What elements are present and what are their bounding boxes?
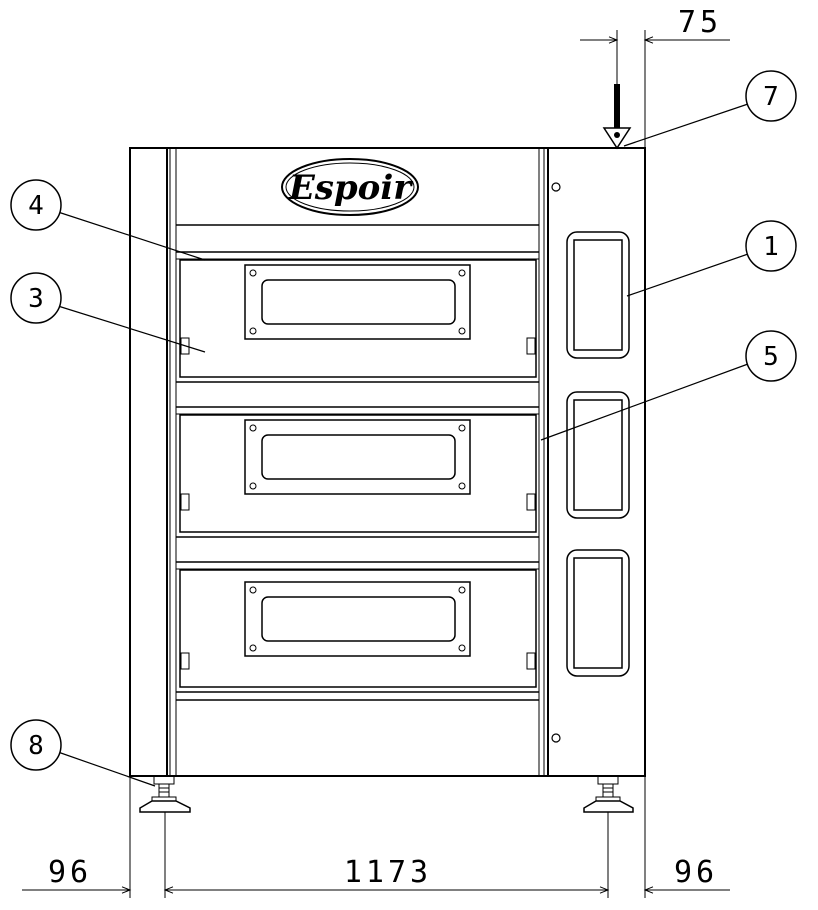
callout-7: 7	[623, 70, 797, 147]
leveling-foot-right	[583, 775, 634, 813]
callout-5: 5	[540, 330, 797, 441]
callout-3: 3	[10, 272, 206, 353]
brand-logo: Espoir	[281, 158, 419, 216]
dimension-label-96-left: 96	[48, 855, 92, 890]
dimension-label-75: 75	[678, 5, 722, 40]
callout-1: 1	[626, 220, 797, 297]
callout-label-3: 3	[28, 284, 44, 314]
callout-label-4: 4	[28, 191, 44, 221]
dimension-label-1173: 1173	[344, 855, 432, 890]
control-panel	[551, 182, 630, 743]
leveling-foot-left	[139, 775, 191, 813]
callout-label-1: 1	[763, 232, 779, 262]
vent-pipe	[602, 84, 632, 150]
callout-8: 8	[10, 719, 156, 787]
logo-text: Espoir	[288, 168, 413, 208]
dimension-label-96-right: 96	[674, 855, 718, 890]
oven-deck-3	[176, 561, 539, 693]
oven-deck-1	[176, 251, 539, 383]
dimension-bottom: 96 1173 96	[22, 776, 730, 898]
callout-4: 4	[10, 179, 206, 261]
oven-deck-2	[176, 406, 539, 538]
callout-label-7: 7	[763, 82, 779, 112]
callout-label-5: 5	[763, 342, 779, 372]
callout-label-8: 8	[28, 731, 44, 761]
dimension-top-75: 75	[580, 5, 730, 148]
